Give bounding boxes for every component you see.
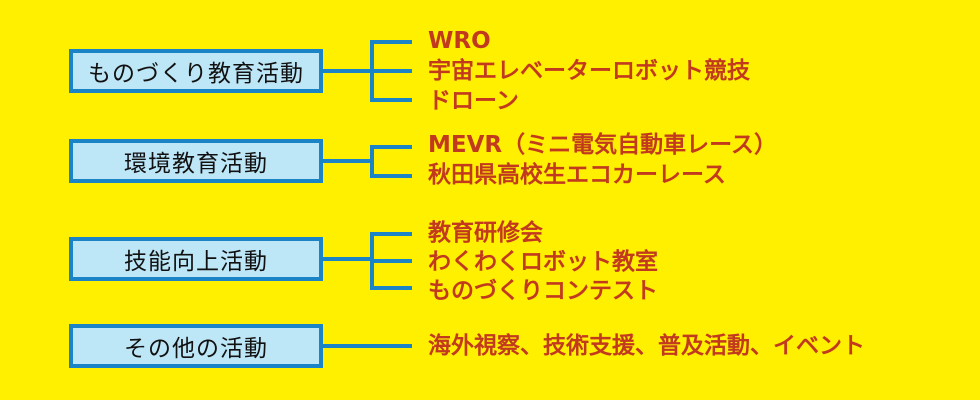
connector-branch	[370, 40, 412, 44]
connector-branch	[370, 259, 412, 263]
list-item: ものづくりコンテスト	[428, 278, 658, 304]
category-box-monozukuri: ものづくり教育活動	[69, 49, 323, 93]
category-box-gino: 技能向上活動	[69, 237, 323, 281]
connector-stem	[323, 257, 373, 261]
list-item: ドローン	[428, 88, 519, 114]
connector-stem	[323, 69, 373, 73]
connector-branch	[370, 232, 412, 236]
connector-stem	[323, 159, 373, 163]
category-box-kankyo: 環境教育活動	[69, 139, 323, 183]
connector-vertical	[370, 145, 374, 177]
list-item: わくわくロボット教室	[428, 249, 658, 275]
category-label: 環境教育活動	[124, 151, 268, 177]
list-item: 教育研修会	[428, 220, 543, 246]
list-item: WRO	[428, 28, 491, 54]
connector-branch	[370, 145, 412, 149]
category-label: 技能向上活動	[124, 249, 268, 275]
connector-branch	[370, 174, 412, 178]
category-box-other: その他の活動	[69, 324, 323, 368]
connector-stem	[323, 344, 412, 348]
list-item: 宇宙エレベーターロボット競技	[428, 58, 750, 84]
connector-branch	[370, 69, 412, 73]
category-label: その他の活動	[124, 336, 268, 362]
category-label: ものづくり教育活動	[88, 61, 304, 87]
connector-branch	[370, 286, 412, 290]
list-item: MEVR（ミニ電気自動車レース）	[428, 132, 777, 158]
connector-branch	[370, 98, 412, 102]
list-item: 秋田県高校生エコカーレース	[428, 162, 726, 188]
list-item: 海外視察、技術支援、普及活動、イベント	[428, 333, 865, 359]
